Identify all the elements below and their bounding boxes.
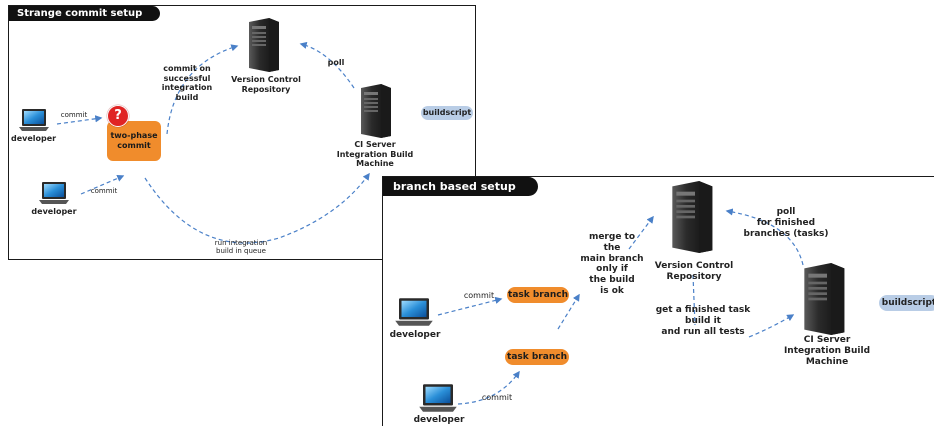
two-phase-commit-box: two-phase commit [107,121,161,161]
ci-server-label: CI Server Integration Build Machine [336,140,414,169]
laptop-icon [419,384,457,412]
task-branch-pill: task branch [507,287,569,303]
merge-label: merge to the main branch only if the bui… [580,232,644,296]
server-tower-icon [361,84,391,138]
panel2-arrows [437,208,804,405]
buildscript-badge: buildscript [879,295,934,311]
vcr-label: Version Control Repository [231,75,301,94]
panel-title: branch based setup [383,177,538,196]
get-finished-label: get a finished task build it and run all… [655,305,751,337]
server-tower-icon [249,18,279,72]
strange-commit-setup-panel: Strange commit setup developer commit de… [8,5,476,260]
developer-label: developer [413,415,465,425]
commit-label: commit [481,393,513,402]
laptop-icon [39,182,69,204]
ci-server-label: CI Server Integration Build Machine [783,335,871,367]
commit-label: commit [90,187,118,195]
poll-label: poll [327,58,345,67]
poll-label: poll for finished branches (tasks) [743,207,829,239]
server-tower-icon [672,181,713,253]
buildscript-badge: buildscript [421,106,473,120]
commit-on-success-label: commit on successful integration build [161,64,213,102]
question-badge-icon: ? [107,105,129,127]
laptop-icon [395,298,433,326]
commit-label: commit [463,291,495,300]
laptop-icon [19,109,49,131]
server-tower-icon [804,263,845,335]
developer-label: developer [11,134,57,143]
branch-based-setup-panel: branch based setup developer commit deve… [382,176,934,426]
task-branch-pill: task branch [505,349,569,365]
vcr-label: Version Control Repository [654,261,734,282]
developer-label: developer [31,207,77,216]
run-integration-label: run integration build in queue [214,239,268,256]
developer-label: developer [389,330,441,340]
commit-label: commit [60,111,88,119]
panel-title: Strange commit setup [9,6,161,21]
